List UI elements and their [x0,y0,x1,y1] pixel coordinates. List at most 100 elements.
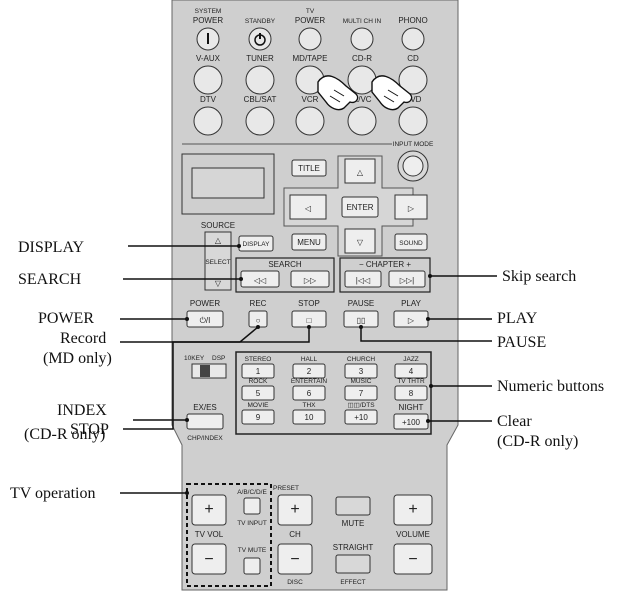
numeric-button[interactable] [292,385,326,401]
right-icon: ▷ [408,204,415,213]
left-icon: ◁ [305,204,312,213]
disc-label: DISC [287,579,303,586]
callout-display: DISPLAY [18,239,85,256]
callout-leaders [120,245,497,494]
numeric-mode-label: HALL [301,356,318,363]
ch-up-button[interactable] [277,494,313,526]
ch-plus-icon: + [290,501,299,518]
numeric-button-label: 6 [307,389,312,398]
chp-index-button[interactable] [186,413,224,430]
tv-mute-button[interactable] [243,557,261,575]
tv-input-button[interactable] [243,497,261,515]
multi-ch-in-button[interactable] [350,27,374,51]
select-label: SELECT [205,259,230,266]
tv-vol-plus-icon: + [204,501,213,518]
tv-vol-down-button[interactable] [191,543,227,575]
callout-power: POWER [38,310,94,327]
tuner-button[interactable] [245,65,275,95]
callout-play: PLAY [497,310,538,327]
callout-tv-operation: TV operation [10,485,95,502]
title-button[interactable] [291,159,327,177]
tv-vol-minus-icon: − [204,551,213,568]
ch-down-button[interactable] [277,543,313,575]
sound-button[interactable] [394,233,428,251]
vcr-button[interactable] [295,106,325,136]
effect-label: EFFECT [340,579,365,586]
tv-power-label: POWER [295,16,325,25]
cd-button[interactable] [398,65,428,95]
source-down-icon: ▽ [215,279,222,288]
stop-label: STOP [298,299,320,308]
menu-button[interactable] [291,233,327,251]
straight-label: STRAIGHT [333,543,374,552]
up-icon: △ [357,168,364,177]
dvd-button[interactable] [398,106,428,136]
cursor-left-button[interactable] [289,194,327,220]
plus100-label: +100 [402,418,421,427]
tv-vol-up-button[interactable] [191,494,227,526]
numeric-button[interactable] [241,409,275,425]
numeric-keys: STEREO1HALL2CHURCH3JAZZ4ROCK5ENTERTAIN6M… [241,356,428,425]
cbl-sat-button[interactable] [245,106,275,136]
numeric-button[interactable] [394,385,428,401]
effect-button[interactable] [335,554,371,574]
numeric-button-label: 8 [409,389,414,398]
numeric-button[interactable] [344,385,378,401]
numeric-button[interactable] [344,409,378,425]
v-aux-button[interactable] [193,65,223,95]
search-ff-button[interactable] [290,270,330,288]
display-button[interactable] [238,235,274,252]
numeric-mode-label: JAZZ [403,356,419,363]
enter-label: ENTER [346,203,373,212]
chapter-prev-button[interactable] [344,270,382,288]
numeric-button[interactable] [241,363,275,379]
phono-label: PHONO [398,16,427,25]
numeric-button[interactable] [241,385,275,401]
tuner-label: TUNER [246,54,274,63]
mute-label: MUTE [342,519,365,528]
system-label: SYSTEM [195,8,222,15]
numeric-button[interactable] [292,409,326,425]
md-tape-label: MD/TAPE [293,54,328,63]
numeric-mode-label: MOVIE [248,402,270,409]
tv-operation-box [186,483,272,587]
play-label: PLAY [401,299,422,308]
source-select-rocker[interactable] [204,231,232,291]
numeric-button[interactable] [344,363,378,379]
tv-power-button[interactable] [298,27,322,51]
callout-search: SEARCH [18,271,82,288]
dvr-vcr2-label: R/VC [352,95,371,104]
cursor-right-button[interactable] [394,194,428,220]
hand-pointer-icon-md [317,75,359,111]
ch-minus-icon: − [290,551,299,568]
numeric-button-label: 4 [409,367,414,376]
source-label: SOURCE [201,221,235,230]
dtv-button[interactable] [193,106,223,136]
record-icon: ○ [256,316,261,325]
numeric-button-label: 7 [359,389,364,398]
numeric-mode-label: ENTERTAIN [291,378,328,385]
numeric-button-label: 5 [256,389,261,398]
cursor-up-button[interactable] [344,158,376,184]
chapter-next-button[interactable] [388,270,426,288]
sound-label: SOUND [399,240,423,247]
callout-pause: PAUSE [497,334,546,351]
power-on-icon [207,33,209,44]
numeric-button[interactable] [394,363,428,379]
cursor-down-button[interactable] [344,228,376,254]
volume-down-button[interactable] [393,543,433,575]
cbl-sat-label: CBL/SAT [244,95,277,104]
phono-button[interactable] [401,27,425,51]
v-aux-label: V-AUX [196,54,221,63]
callout-numeric-buttons: Numeric buttons [497,378,604,395]
numeric-button-label: 9 [256,413,261,422]
dvr-vcr2-button[interactable] [347,106,377,136]
multi-ch-in-label: MULTI CH IN [343,18,382,25]
enter-button[interactable] [341,196,379,218]
numeric-button[interactable] [292,363,326,379]
mute-button[interactable] [335,496,371,516]
volume-up-button[interactable] [393,494,433,526]
callout-clear: Clear [497,413,532,430]
